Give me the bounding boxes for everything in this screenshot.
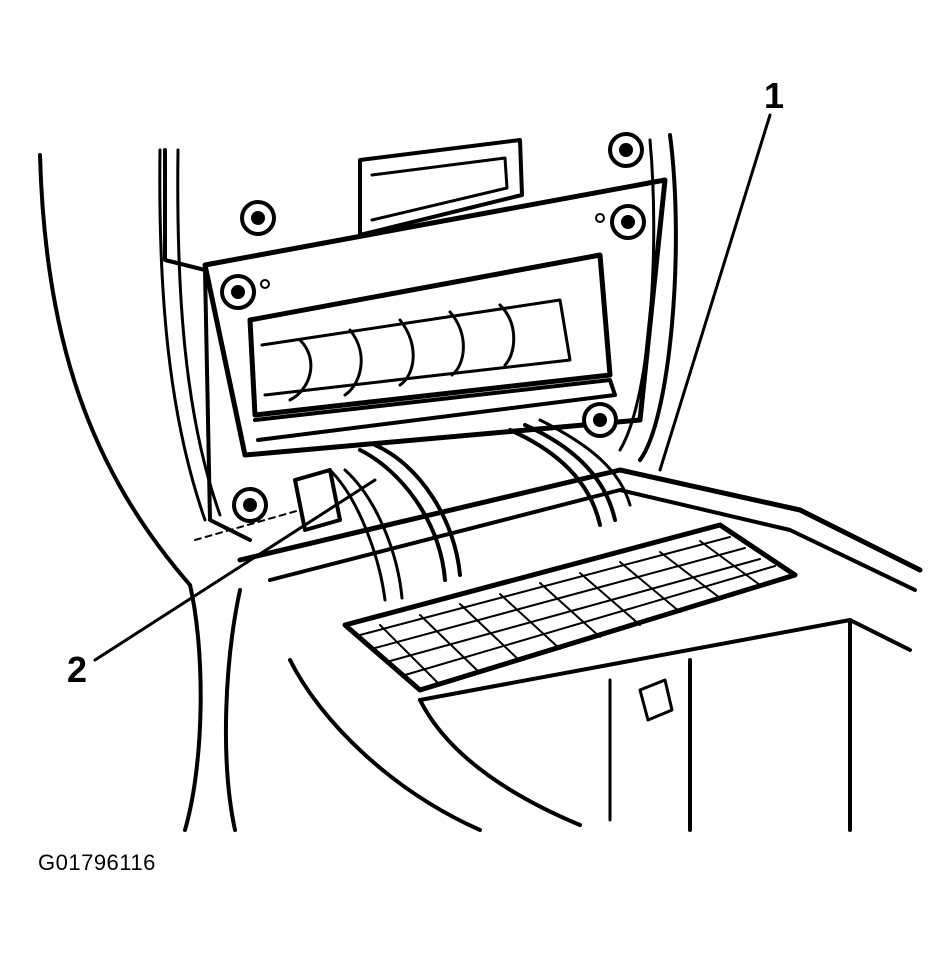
module-lower-edge bbox=[253, 378, 617, 442]
callout-2: 2 bbox=[67, 649, 88, 690]
callout-1: 1 bbox=[764, 75, 785, 116]
hidden-line bbox=[194, 509, 301, 541]
module-opening bbox=[247, 252, 613, 418]
connector-left bbox=[293, 468, 342, 532]
console-left-inner-outline-2 bbox=[176, 148, 222, 517]
lid-grid bbox=[359, 536, 776, 686]
harness-right-c bbox=[538, 418, 632, 507]
harness-left-a bbox=[358, 448, 447, 582]
console-left-outline bbox=[38, 153, 192, 587]
figure-id: G01796116 bbox=[38, 850, 156, 875]
console-left-inner-outline bbox=[158, 148, 207, 522]
top-tab-inner bbox=[370, 156, 509, 222]
harness-right-b bbox=[523, 423, 617, 522]
lower-box-base bbox=[418, 698, 582, 827]
fastener-lower bbox=[638, 678, 674, 722]
harness-right-a bbox=[508, 428, 602, 527]
harness-left-b bbox=[373, 443, 462, 577]
console-front-sweep bbox=[183, 583, 203, 832]
module-rib-2 bbox=[343, 328, 363, 397]
screw-top-right bbox=[608, 132, 644, 168]
harness-left-d bbox=[343, 468, 404, 600]
tray-rim-inner bbox=[268, 488, 917, 592]
screw-lower-right bbox=[582, 402, 618, 438]
top-tab bbox=[358, 138, 524, 237]
console-front-sweep-inner bbox=[223, 588, 242, 832]
module-rib-4 bbox=[448, 310, 465, 377]
module-face bbox=[260, 298, 572, 397]
tray-rim-outer bbox=[237, 467, 923, 573]
leader-line-1 bbox=[658, 113, 772, 472]
screw-top-left bbox=[240, 200, 276, 236]
screw-plate-left bbox=[220, 274, 270, 310]
module-rib-1 bbox=[288, 338, 313, 402]
mounting-plate bbox=[202, 177, 668, 458]
screw-lower-left bbox=[232, 487, 268, 523]
leader-line-2 bbox=[93, 478, 377, 662]
tray-lid bbox=[342, 522, 798, 693]
module-rib-5 bbox=[498, 303, 516, 367]
right-bezel-outer bbox=[638, 133, 678, 462]
console-front-sweep-right bbox=[288, 658, 482, 832]
module-rib-3 bbox=[398, 318, 415, 387]
screw-plate-right bbox=[595, 204, 646, 240]
